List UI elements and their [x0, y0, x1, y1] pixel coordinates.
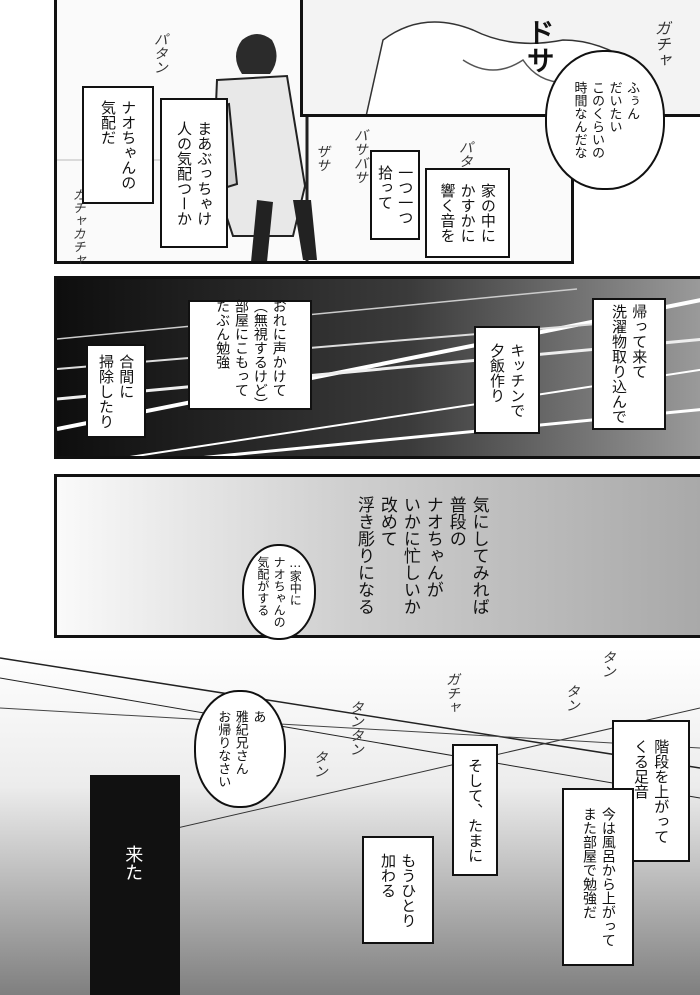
narration-box-honestly: まあぶっちゃけ 人の気配つーか: [160, 98, 228, 248]
came-text: 来た: [122, 845, 144, 881]
sfx-dosa: ドサ: [522, 18, 556, 74]
narration-box-kitchen: キッチンで 夕飯作り: [474, 326, 540, 434]
speech-bubble-welcome: あ 雅紀兄さん お帰りなさい: [194, 690, 286, 808]
narration-box-bath: 今は風呂から上がって また部屋で勉強だ: [562, 788, 634, 966]
sfx-gacha-bottom: ガチャ: [443, 672, 460, 714]
narration-box-cleaning: 合間に 掃除したり: [86, 344, 146, 438]
narration-busy: 気にしてみれば 普段の ナオちゃんが いかに忙しいか 改めて 浮き彫りになる: [353, 496, 489, 615]
narration-box-house: 家の中に かすかに 響く音を: [425, 168, 510, 258]
speech-bubble-presence: …家中に ナオちゃんの 気配がする: [242, 544, 316, 640]
panel-4-lines: [0, 657, 700, 849]
panel-3: [54, 474, 700, 638]
narration-box-sometimes: そして、たまに: [452, 744, 498, 876]
sfx-tan-3: タン: [311, 750, 328, 778]
narration-box-laundry: 帰って来て 洗濯物取り込んで: [592, 298, 666, 430]
narration-box-one-more: もうひとり 加わる: [362, 836, 434, 944]
narration-box-study: おれに声かけて （無視するけど） 部屋にこもって たぶん勉強: [188, 299, 312, 411]
sfx-patan: パタン: [151, 32, 168, 74]
panel-1-art: [57, 0, 317, 261]
sfx-tan-2: タン: [563, 684, 580, 712]
sfx-tantan: タンタン: [347, 700, 364, 756]
sfx-basabasa: バサバサ: [351, 128, 368, 184]
black-panel-came: 来た: [90, 775, 180, 995]
speech-bubble-hun: ふぅん だいたい このくらいの 時間なんだな: [545, 50, 665, 190]
narration-box-nao-presence: ナオちゃんの 気配だ: [82, 86, 154, 204]
sfx-gacha-top: ガチャ: [651, 20, 671, 68]
narration-box-pick: 一つ一つ 拾って: [370, 150, 420, 240]
sfx-tan-1: タン: [599, 650, 616, 678]
sfx-kachakacha: カチャカチャ: [69, 188, 85, 266]
sfx-zasa: ザサ: [313, 144, 330, 172]
